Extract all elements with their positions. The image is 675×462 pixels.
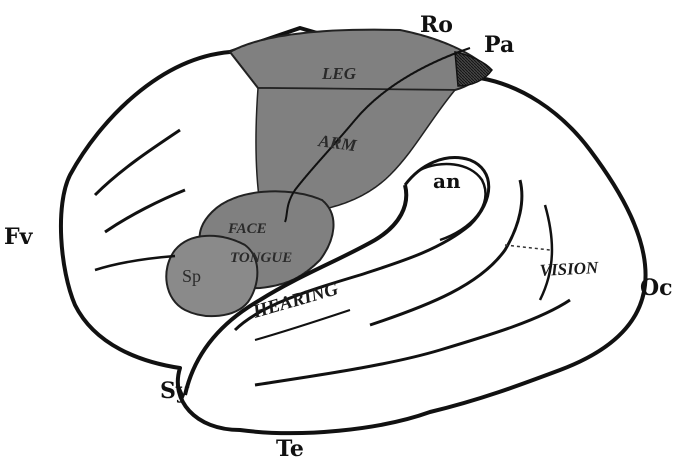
region-tongue: TONGUE xyxy=(230,250,292,266)
label-an: an xyxy=(433,169,461,193)
region-face: FACE xyxy=(227,221,267,237)
region-leg: LEG xyxy=(321,64,357,83)
label-oc: Oc xyxy=(640,275,673,301)
label-fv: Fv xyxy=(4,224,34,250)
label-ro: Ro xyxy=(420,12,453,38)
label-te: Te xyxy=(276,436,304,462)
label-sy: Sy xyxy=(160,378,190,404)
leg-area xyxy=(230,30,488,90)
region-vision: VISION xyxy=(539,258,599,280)
sp-area xyxy=(166,236,257,316)
label-pa: Pa xyxy=(484,32,514,58)
region-sp: Sp xyxy=(182,266,201,286)
